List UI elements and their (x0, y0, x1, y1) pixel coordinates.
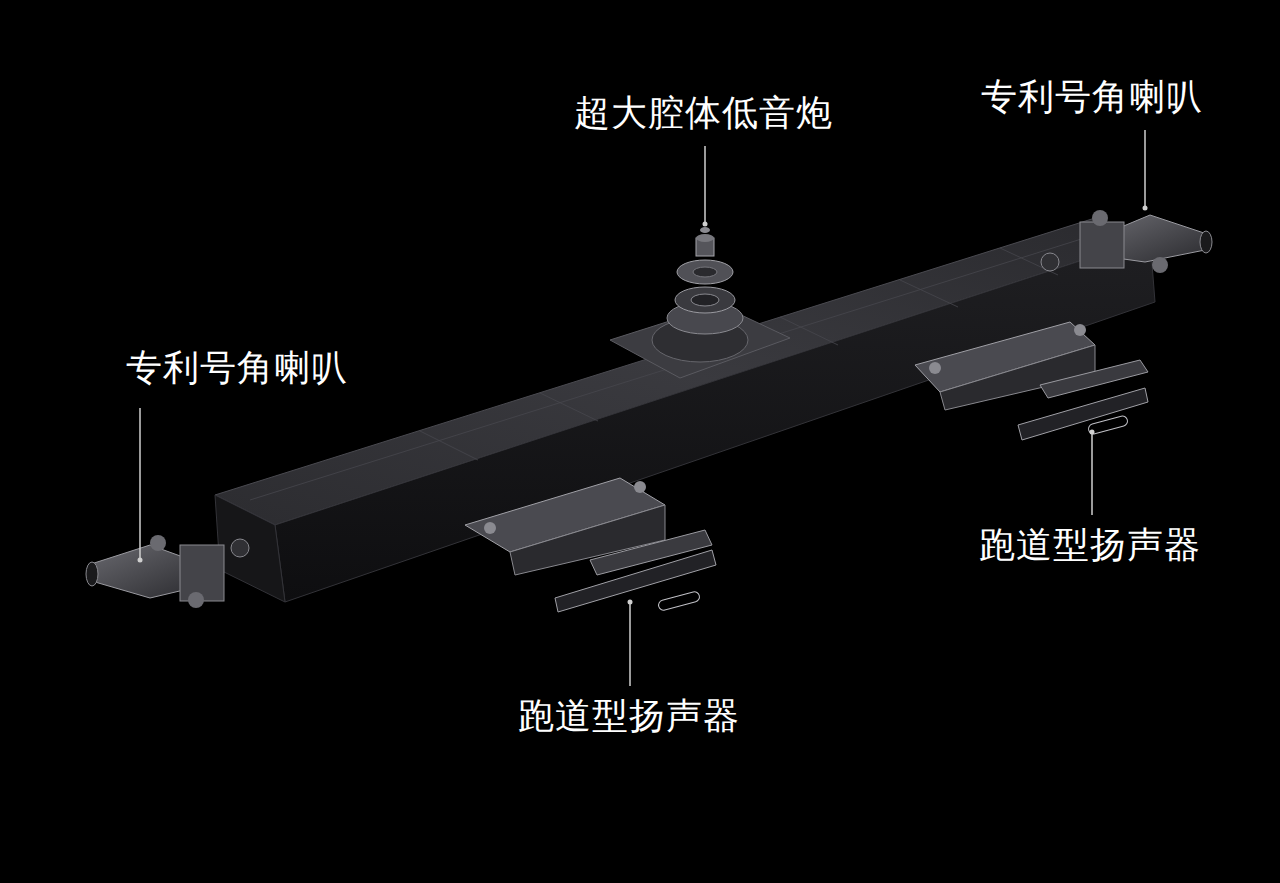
racetrack-speaker (915, 322, 1148, 440)
leader-line (139, 408, 141, 560)
leader-line (1091, 432, 1093, 515)
leader-line (704, 146, 706, 224)
part-label: 专利号角喇叭 (126, 346, 348, 389)
part-label: 跑道型扬声器 (518, 694, 740, 737)
leader-line (629, 602, 631, 686)
racetrack-speaker (465, 478, 716, 612)
leader-line (1144, 130, 1146, 208)
subwoofer (667, 227, 743, 334)
part-label: 跑道型扬声器 (979, 523, 1201, 566)
bar-grid (250, 230, 1110, 500)
horn-speaker (1041, 210, 1212, 273)
part-label: 专利号角喇叭 (981, 75, 1203, 118)
bar-end (215, 495, 285, 602)
horn-speaker (86, 535, 249, 608)
bar-top (215, 218, 1150, 525)
part-label: 超大腔体低音炮 (574, 91, 833, 134)
leader-lines (140, 130, 1145, 686)
